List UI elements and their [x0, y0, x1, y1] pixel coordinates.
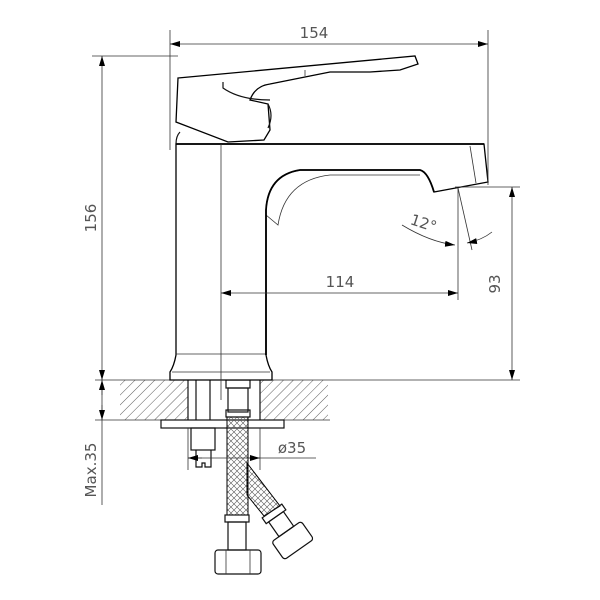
dimension-hole-diameter: ø35 [187, 428, 316, 470]
mounting-plate [160, 419, 285, 429]
countertop-section [95, 379, 520, 421]
dimension-hole-diameter-label: ø35 [278, 439, 306, 457]
hose-connector [225, 379, 251, 418]
dimension-max-countertop: Max.35 [82, 380, 105, 505]
dimension-angle: 12° [401, 187, 493, 251]
dimension-width-label: 154 [300, 24, 329, 42]
mounting-rod [190, 380, 216, 468]
dimension-height: 156 [82, 55, 178, 380]
supply-hoses [214, 416, 314, 575]
dimension-reach-label: 114 [326, 273, 355, 291]
lever-handle [175, 55, 419, 145]
dimension-height-label: 156 [82, 204, 100, 233]
dimension-width: 154 [169, 24, 489, 185]
dimension-angle-label: 12° [408, 211, 439, 236]
dimension-spout-height: 93 [455, 186, 520, 380]
faucet-body [169, 143, 489, 381]
dimension-reach: 114 [221, 188, 459, 300]
dimension-max-countertop-label: Max.35 [82, 443, 100, 498]
dimension-spout-height-label: 93 [486, 274, 504, 293]
